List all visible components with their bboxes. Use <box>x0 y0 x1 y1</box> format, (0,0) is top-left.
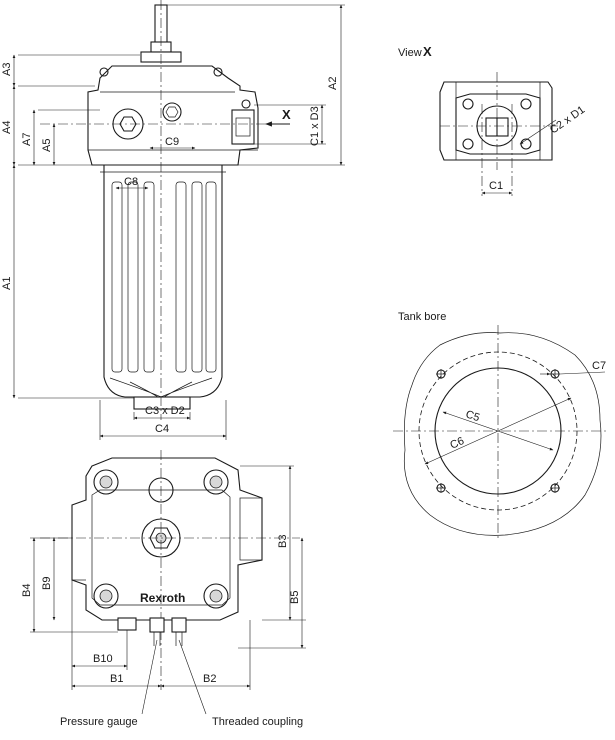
dim-c9: C9 <box>165 136 179 148</box>
dim-a3: A3 <box>1 63 13 76</box>
tank-bore-title: Tank bore <box>398 311 446 323</box>
corner-bolts <box>93 469 229 609</box>
dim-a1: A1 <box>1 277 13 290</box>
dim-a5: A5 <box>41 139 53 152</box>
tank-bore-holes <box>436 369 560 493</box>
view-x-marker: X <box>282 107 291 122</box>
dim-c2xd1: C2 x D1 <box>548 104 587 137</box>
dim-b5: B5 <box>289 591 301 604</box>
threaded-coupling-label: Threaded coupling <box>212 716 303 728</box>
dim-b10: B10 <box>93 653 113 665</box>
tank-bore-view: Tank bore C5 C6 C7 <box>393 311 608 540</box>
view-x-letter: X <box>423 44 432 59</box>
dim-c4: C4 <box>155 423 169 435</box>
filter-bowl <box>103 164 223 398</box>
brand-logo: Rexroth <box>140 591 185 605</box>
dim-b1: B1 <box>110 673 123 685</box>
dim-c7: C7 <box>592 360 606 372</box>
dim-b9: B9 <box>41 577 53 590</box>
dim-c6: C6 <box>448 435 466 452</box>
pressure-gauge-label: Pressure gauge <box>60 716 138 728</box>
top-view-body <box>71 457 263 621</box>
dim-c3xd2: C3 x D2 <box>145 405 185 417</box>
dim-c1xd3: C1 x D3 <box>309 106 321 146</box>
top-view: Rexroth B4 B9 B3 B5 B10 B1 B2 <box>21 450 306 728</box>
threaded-coupling-port <box>171 617 187 633</box>
side-view: X A3 A4 A7 A5 A1 A2 C1 x D3 C9 C8 <box>1 0 345 440</box>
bowl-ribs <box>111 181 217 373</box>
dim-c1: C1 <box>489 180 503 192</box>
dim-a4: A4 <box>1 121 13 134</box>
dim-b3: B3 <box>277 535 289 548</box>
dim-a2: A2 <box>327 77 339 90</box>
pressure-gauge-port <box>117 617 137 631</box>
dim-b2: B2 <box>203 673 216 685</box>
filter-cap <box>87 65 259 166</box>
dim-b4: B4 <box>21 584 33 597</box>
view-x-title: View <box>398 47 422 59</box>
dim-c8: C8 <box>124 176 138 188</box>
dim-c5: C5 <box>464 408 481 424</box>
view-x: View X C2 x D1 C1 <box>398 44 587 196</box>
dim-a7: A7 <box>21 133 33 146</box>
